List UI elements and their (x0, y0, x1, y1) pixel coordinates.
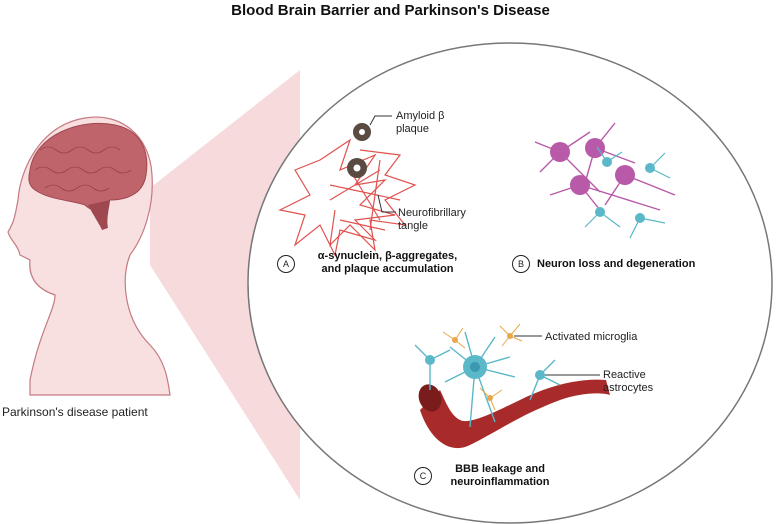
amyloid-plaques (347, 123, 371, 178)
amyloid-leader-line (369, 115, 392, 126)
panel-a-caption-line2: and plaque accumulation (321, 263, 454, 275)
panel-a-caption: α-synuclein, β-aggregates, and plaque ac… (300, 250, 475, 276)
annotation-tangle-line1: Neurofibrillary (398, 207, 466, 219)
panel-c-illustration (414, 323, 610, 449)
zoom-cone (150, 70, 300, 500)
annotation-astrocytes-line2: astrocytes (603, 382, 654, 394)
annotation-amyloid-line2: plaque (396, 123, 430, 135)
page-title: Blood Brain Barrier and Parkinson's Dise… (231, 2, 550, 19)
panel-b-illustration (534, 122, 676, 239)
annotation-amyloid-line1: Amyloid β (396, 110, 445, 122)
annotation-microglia: Activated microglia (545, 331, 638, 343)
annotation-astrocytes: Reactive astrocytes (603, 369, 653, 395)
panel-b-badge: B (512, 255, 530, 273)
annotation-astrocytes-line1: Reactive (603, 369, 646, 381)
panel-c-badge: C (414, 467, 432, 485)
magnifier-circle (247, 42, 773, 524)
panel-c-caption-line1: BBB leakage and (455, 463, 545, 475)
panel-c-caption: BBB leakage and neuroinflammation (440, 463, 560, 489)
panel-b-caption: Neuron loss and degeneration (537, 258, 696, 270)
brain-icon (28, 123, 148, 211)
panel-a-illustration (278, 138, 417, 257)
panel-a-caption-line1: α-synuclein, β-aggregates, (317, 250, 458, 262)
panel-c-caption-line2: neuroinflammation (450, 476, 550, 488)
patient-label: Parkinson's disease patient (2, 405, 148, 419)
tangle-leader-line (377, 194, 396, 213)
patient-head-illustration (7, 116, 171, 396)
annotation-amyloid: Amyloid β plaque (396, 110, 445, 136)
blood-vessel-icon (420, 379, 610, 449)
panel-a-badge: A (277, 255, 295, 273)
annotation-tangle-line2: tangle (398, 220, 428, 232)
annotation-tangle: Neurofibrillary tangle (398, 207, 466, 233)
cerebellum-icon (88, 200, 110, 230)
